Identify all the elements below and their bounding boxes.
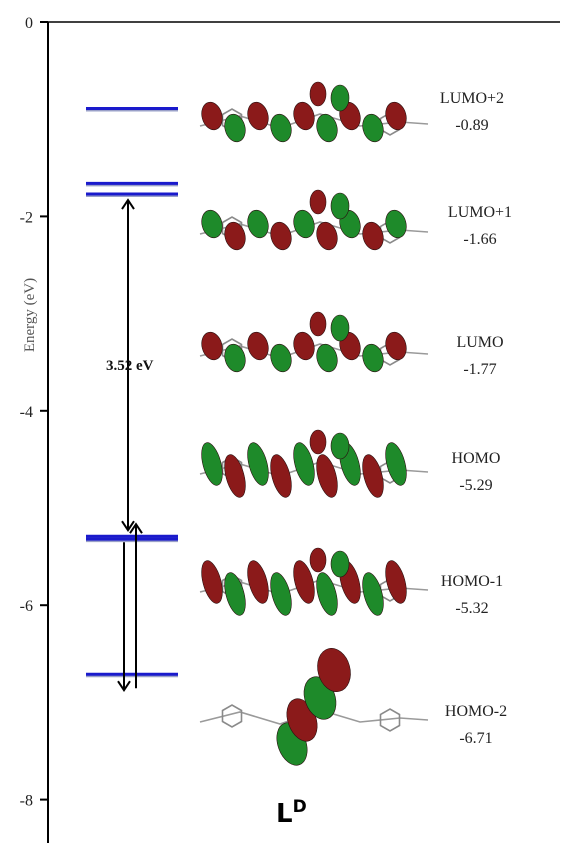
molecule-orbital xyxy=(199,311,429,373)
orbital-energy: -1.77 xyxy=(463,361,496,378)
orbital-lobe xyxy=(385,331,407,361)
y-axis-title: Energy (eV) xyxy=(22,278,38,352)
orbital-lobe xyxy=(270,572,292,616)
orbital-lobe xyxy=(385,442,407,486)
orbital-lobe xyxy=(317,648,351,692)
orbital-lobe xyxy=(316,113,338,143)
orbital-energy: -5.29 xyxy=(459,477,492,494)
molecule-orbital xyxy=(199,547,429,616)
orbital-lobe xyxy=(293,209,315,239)
gap-arrow-down xyxy=(121,200,135,532)
molecule-orbital xyxy=(199,189,429,251)
orbital-lobe xyxy=(309,81,327,107)
orbital-lobe xyxy=(201,442,223,486)
orbital-energy: -5.32 xyxy=(455,600,488,617)
orbital-lobe xyxy=(247,101,269,131)
orbital-name: HOMO-2 xyxy=(445,703,507,720)
gap-label: 3.52 eV xyxy=(106,358,154,374)
orbital-lobe xyxy=(316,343,338,373)
orbital-lobe xyxy=(316,221,338,251)
orbital-lobe xyxy=(293,560,315,604)
energy-levels xyxy=(86,107,178,678)
orbital-lobe xyxy=(247,442,269,486)
orbital-lobe xyxy=(330,314,350,342)
y-tick-label: -6 xyxy=(20,598,33,615)
orbital-lobe xyxy=(362,572,384,616)
orbital-lobe xyxy=(309,189,327,215)
orbital-name: LUMO+1 xyxy=(448,204,512,221)
panel-label-main: L xyxy=(276,799,293,829)
orbital-energy: -6.71 xyxy=(459,730,492,747)
orbital-isosurfaces xyxy=(199,81,429,766)
axes xyxy=(47,21,560,843)
orbital-lobe xyxy=(309,547,327,573)
orbital-lobe xyxy=(385,101,407,131)
y-tick-label: -4 xyxy=(20,404,33,421)
orbital-lobe xyxy=(316,454,338,498)
orbital-name: HOMO xyxy=(452,450,501,467)
y-ticks: 0 -2 -4 -6 -8 xyxy=(20,15,48,810)
orbital-lobe xyxy=(201,101,223,131)
orbital-name: LUMO+2 xyxy=(440,90,504,107)
molecule-orbital xyxy=(199,429,429,498)
y-tick-label: 0 xyxy=(25,15,33,32)
orbital-lobe xyxy=(385,560,407,604)
arrow-head xyxy=(129,522,143,534)
panel-label-sup: D xyxy=(293,797,307,817)
orbital-lobe xyxy=(247,331,269,361)
orbital-lobe xyxy=(309,429,327,455)
orbital-lobe xyxy=(247,560,269,604)
orbital-lobe xyxy=(362,221,384,251)
orbital-energy: -0.89 xyxy=(455,117,488,134)
y-tick-label: -2 xyxy=(20,209,33,226)
arrow-head xyxy=(117,680,131,693)
y-tick-label: -8 xyxy=(20,793,33,810)
orbital-lobe xyxy=(362,113,384,143)
orbital-lobe xyxy=(316,572,338,616)
orbital-lobe xyxy=(270,221,292,251)
orbital-lobe xyxy=(224,343,246,373)
orbital-lobe xyxy=(201,331,223,361)
orbital-lobe xyxy=(293,101,315,131)
orbital-lobe xyxy=(224,221,246,251)
orbital-lobe xyxy=(362,454,384,498)
orbital-lobe xyxy=(247,209,269,239)
orbital-lobe xyxy=(201,560,223,604)
orbital-name: LUMO xyxy=(456,334,503,351)
molecule-orbital xyxy=(199,648,429,766)
homo-arrow-down xyxy=(117,542,131,693)
molecule-orbital xyxy=(199,81,429,143)
orbital-lobe xyxy=(330,550,350,578)
orbital-lobe xyxy=(270,454,292,498)
homo-arrow-up xyxy=(129,522,143,689)
ring xyxy=(221,704,243,728)
orbital-lobe xyxy=(224,454,246,498)
orbital-lobe xyxy=(270,343,292,373)
orbital-lobe xyxy=(293,331,315,361)
panel-label: LD xyxy=(276,797,307,829)
orbital-lobe xyxy=(385,209,407,239)
orbital-lobe xyxy=(293,442,315,486)
orbital-lobe xyxy=(224,113,246,143)
orbital-lobe xyxy=(330,432,350,460)
orbital-lobe xyxy=(224,572,246,616)
arrow-head xyxy=(121,520,135,532)
orbital-lobe xyxy=(330,84,350,112)
orbital-name: HOMO-1 xyxy=(441,573,503,590)
ring xyxy=(379,708,401,732)
transition-arrows xyxy=(117,198,143,693)
orbital-lobe xyxy=(330,192,350,220)
orbital-energy: -1.66 xyxy=(463,231,496,248)
orbital-lobe xyxy=(270,113,292,143)
orbital-lobe xyxy=(201,209,223,239)
orbital-lobe xyxy=(309,311,327,337)
orbital-lobe xyxy=(362,343,384,373)
